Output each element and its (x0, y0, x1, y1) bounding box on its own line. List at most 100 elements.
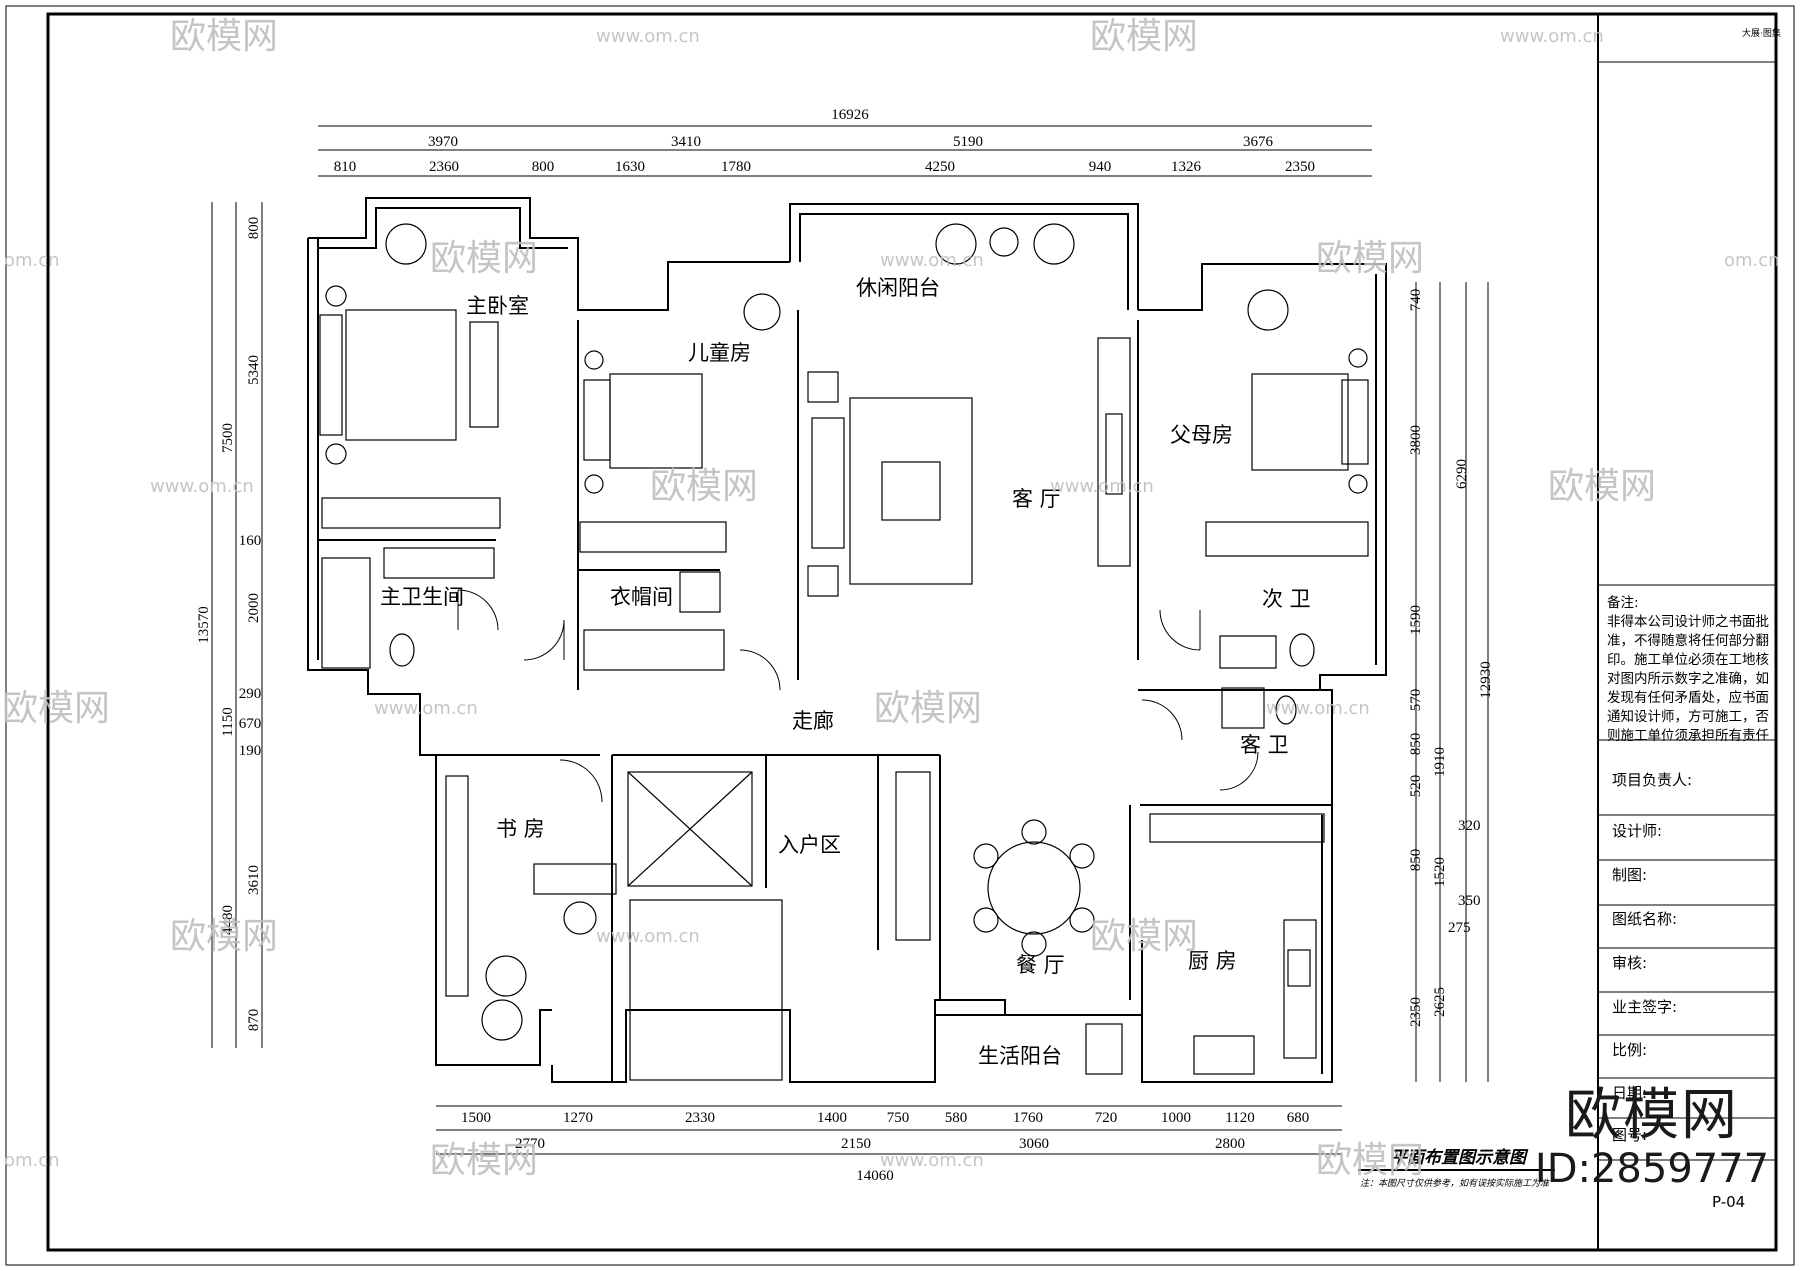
watermark-url: www.om.cn (1050, 476, 1154, 497)
watermark-url-short: om.cn (4, 1150, 60, 1171)
kitchen-counter-side (1283, 919, 1317, 1059)
notes-block: 备注: 非得本公司设计师之书面批 准，不得随意将任何部分翻 印。施工单位必须在工… (1607, 594, 1777, 746)
elevator-shaft (627, 771, 753, 887)
room-study: 书 房 (496, 817, 545, 841)
sheet-border-outer (5, 5, 1795, 1266)
drawing-title: 平面布置图示意图 (1390, 1148, 1529, 1168)
dim-bottom-sub: 1000 (1161, 1110, 1191, 1126)
label-drafter: 制图: (1612, 866, 1647, 884)
kids-wardrobe (579, 521, 727, 553)
top-small-label: 大展·图集 (1742, 27, 1781, 39)
label-sheet-no: 图号: (1612, 1126, 1647, 1144)
label-sheet-name: 图纸名称: (1612, 910, 1677, 928)
room-utility-balcony: 生活阳台 (978, 1044, 1062, 1068)
dim-bottom-sub: 1400 (817, 1110, 847, 1126)
watermark-url: www.om.cn (150, 476, 254, 497)
door-swings (457, 589, 1259, 803)
dim-left-sub: 670 (239, 716, 262, 732)
kitchen-counter-top (1149, 813, 1325, 843)
dim-bottom-sub: 1120 (1225, 1110, 1254, 1126)
dim-bottom-total: 14060 (856, 1168, 894, 1184)
dim-right-sub: 850 (1408, 733, 1424, 756)
room-master-bedroom: 主卧室 (466, 294, 529, 318)
dim-left-sub: 290 (239, 686, 262, 702)
label-date: 日期: (1612, 1084, 1647, 1102)
dim-top-1: 3970 (428, 134, 458, 150)
watermark-brand: 欧模网 (1090, 916, 1198, 957)
dim-right-sub: 2350 (1408, 997, 1424, 1027)
dim-right-small: 350 (1458, 893, 1481, 909)
room-cloakroom: 衣帽间 (610, 585, 673, 609)
watermark-brand: 欧模网 (170, 16, 278, 57)
dim-bottom-sub: 580 (945, 1110, 968, 1126)
dim-bottom-1: 2770 (515, 1136, 545, 1152)
study-bookcase (445, 775, 469, 997)
watermark-brand: 欧模网 (1316, 1140, 1424, 1181)
room-corridor: 走廊 (792, 709, 834, 733)
sheet-border-inner (46, 12, 1778, 1252)
dim-bottom-sub: 720 (1095, 1110, 1118, 1126)
sofa (811, 417, 845, 549)
note-line: 发现有任何矛盾处，应书面 (1607, 690, 1769, 706)
dim-right-mid: 1520 (1432, 857, 1448, 887)
stair-area (629, 899, 783, 1081)
label-review: 审核: (1612, 954, 1647, 972)
dim-right-sub: 1590 (1408, 605, 1424, 635)
dim-left-total: 13570 (196, 606, 212, 644)
master-toilet (389, 633, 415, 667)
dim-bottom-sub: 1760 (1013, 1110, 1043, 1126)
dim-bottom-sub: 750 (887, 1110, 910, 1126)
furniture (319, 223, 1369, 1081)
room-entry: 入户区 (778, 833, 841, 857)
dim-left-3: 4480 (220, 905, 236, 935)
dim-bottom-3: 3060 (1019, 1136, 1049, 1152)
dim-right-sub: 850 (1408, 849, 1424, 872)
note-line: 则施工单位须承担所有责任 (1607, 728, 1769, 744)
kitchen-sink (1193, 1035, 1255, 1075)
note-line: 对图内所示数字之准确，如 (1607, 671, 1769, 687)
parents-wardrobe (1205, 521, 1369, 557)
watermark-url: www.om.cn (880, 1150, 984, 1171)
label-project-lead: 项目负责人: (1612, 771, 1692, 789)
dim-top-total: 16926 (831, 107, 869, 123)
tv-cabinet (1097, 337, 1131, 567)
dim-right-sub: 3800 (1408, 425, 1424, 455)
watermark-brand: 欧模网 (170, 916, 278, 957)
room-dining: 餐 厅 (1016, 953, 1065, 977)
watermark-url: www.om.cn (1500, 26, 1604, 47)
dim-left-sub: 190 (239, 743, 262, 759)
watermark-url-short: om.cn (1724, 250, 1780, 271)
dim-top-sub: 800 (532, 159, 555, 175)
brand-name: 欧模网 (1565, 1083, 1739, 1148)
dim-right-sub: 520 (1408, 775, 1424, 798)
dim-right-mid: 2625 (1432, 987, 1448, 1017)
coffee-table (881, 461, 941, 521)
living-rug (849, 397, 973, 585)
dim-right-small: 275 (1448, 920, 1471, 936)
title-block-grid (1598, 61, 1776, 1161)
sheet-number: P-04 (1712, 1193, 1745, 1211)
dim-top-2: 3410 (671, 134, 701, 150)
watermark-brand: 欧模网 (430, 1140, 538, 1181)
dim-bottom-4: 2800 (1215, 1136, 1245, 1152)
notes-heading: 备注: (1607, 595, 1639, 611)
watermark-url: www.om.cn (880, 250, 984, 271)
dim-top-sub: 940 (1089, 159, 1112, 175)
dim-right-total: 12930 (1478, 661, 1494, 699)
dimension-lines (211, 125, 1489, 1155)
stove (1287, 949, 1311, 987)
dim-bottom-sub: 1270 (563, 1110, 593, 1126)
room-leisure-balcony: 休闲阳台 (856, 276, 940, 300)
dim-left-sub: 5340 (246, 355, 262, 385)
dim-left-sub: 3610 (246, 865, 262, 895)
watermark-brand: 欧模网 (1548, 466, 1656, 507)
study-desk (533, 863, 617, 895)
dim-right-small: 320 (1458, 818, 1481, 834)
watermark-url-short: om.cn (4, 250, 60, 271)
shower (321, 557, 371, 669)
label-scale: 比例: (1612, 1041, 1647, 1059)
dim-top-sub: 2360 (429, 159, 459, 175)
kids-bed (609, 373, 703, 469)
parents-bed (1251, 373, 1349, 471)
note-line: 非得本公司设计师之书面批 (1607, 614, 1769, 630)
